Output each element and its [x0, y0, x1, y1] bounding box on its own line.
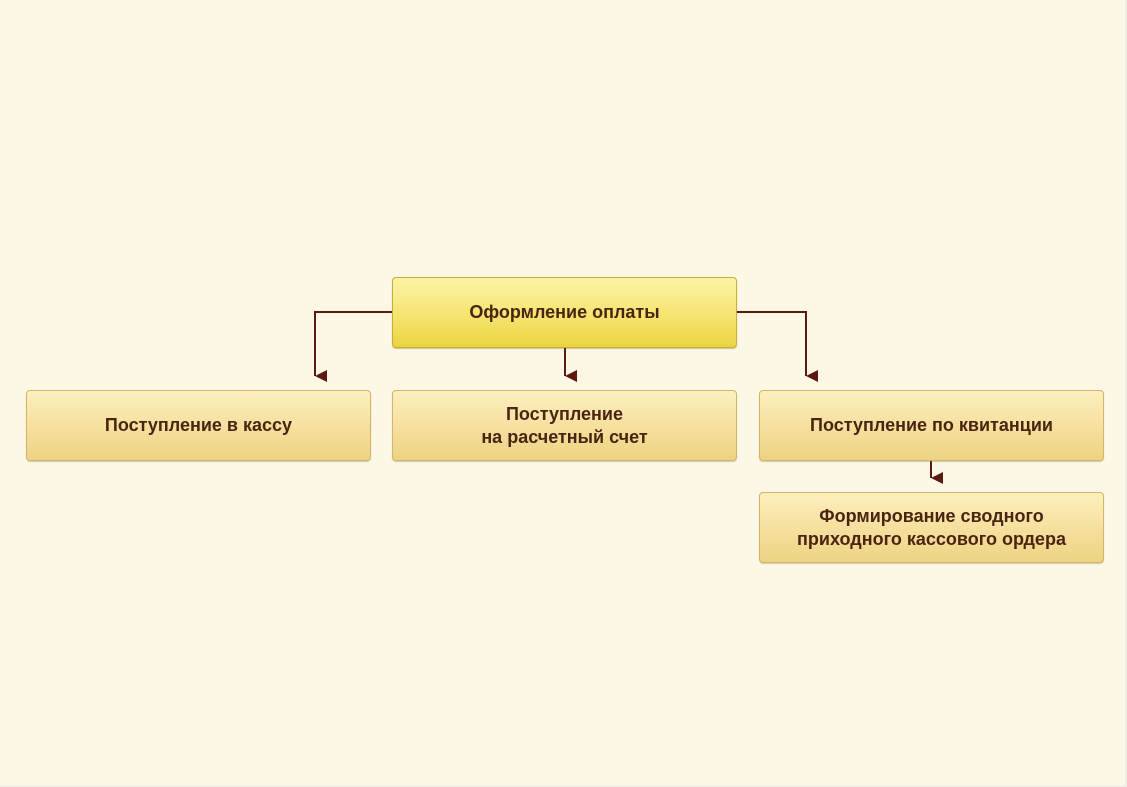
- node-postuplenie-po-kvitancii[interactable]: Поступление по квитанции: [759, 390, 1104, 461]
- node-formirovanie-svodnogo-pko[interactable]: Формирование сводного приходного кассово…: [759, 492, 1104, 563]
- node-oformlenie-oplaty[interactable]: Оформление оплаты: [392, 277, 737, 348]
- connector-root-to-kvitancii: [737, 311, 818, 382]
- node-postuplenie-v-kassu[interactable]: Поступление в кассу: [26, 390, 371, 461]
- node-postuplenie-na-raschetny-schet[interactable]: Поступление на расчетный счет: [392, 390, 737, 461]
- connector-root-to-kassa: [314, 311, 392, 382]
